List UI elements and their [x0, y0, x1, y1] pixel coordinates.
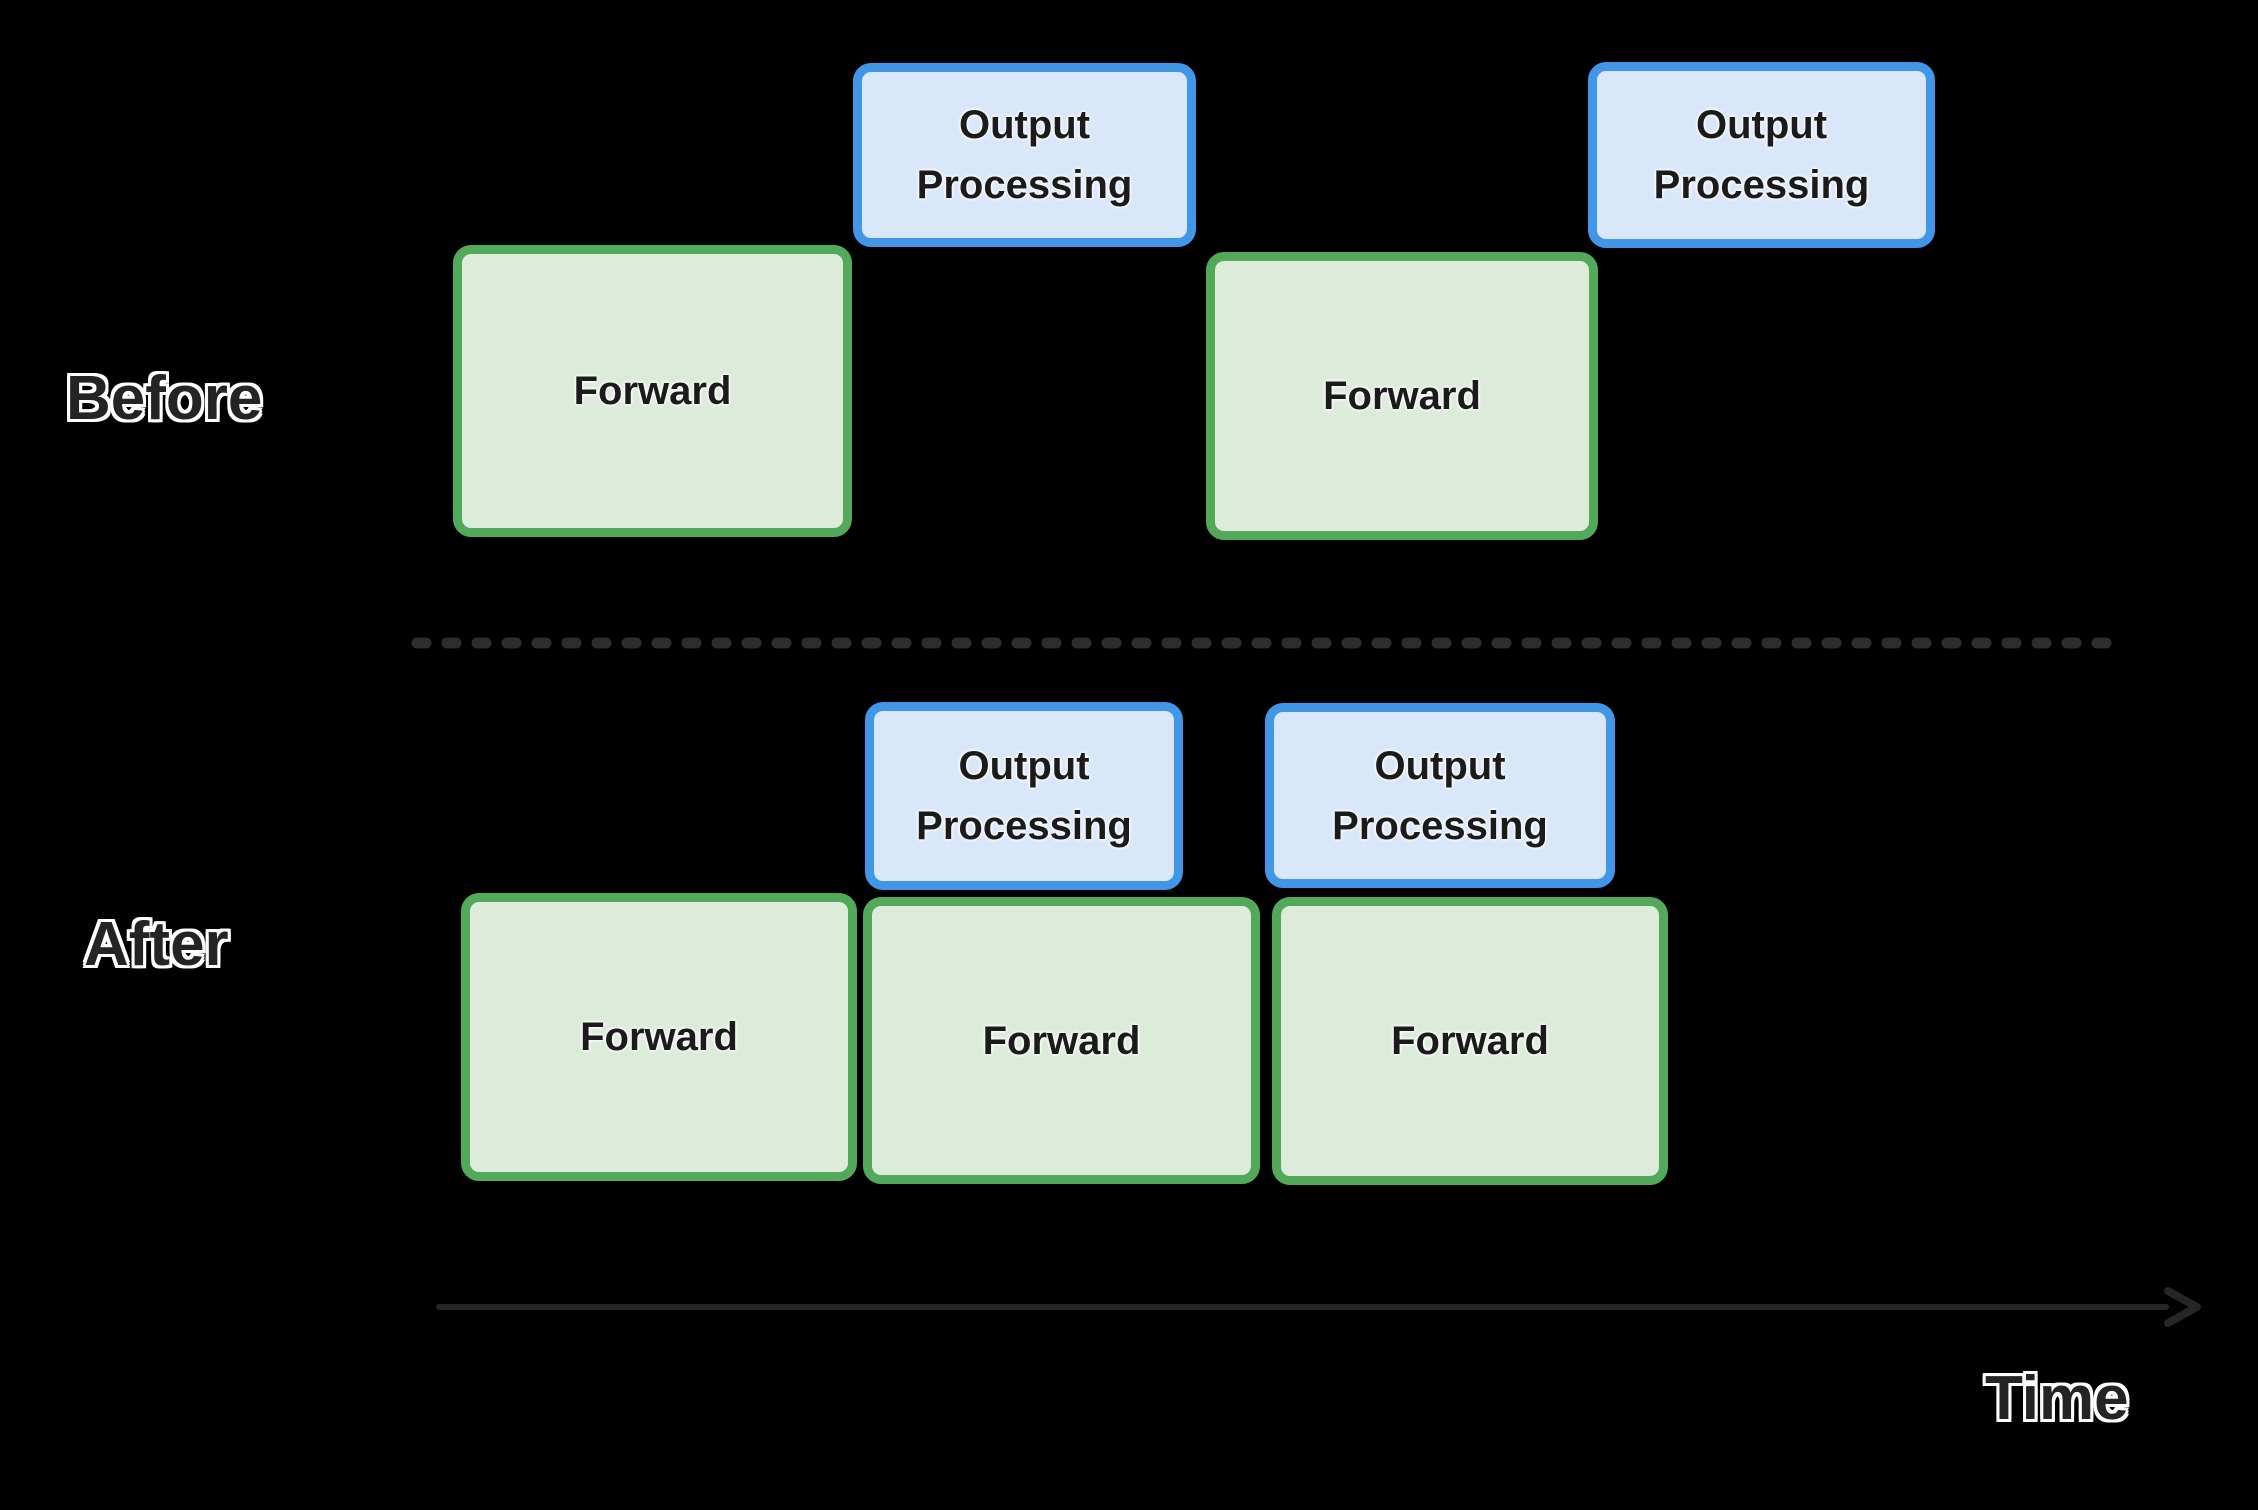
- box-label: Forward: [580, 1015, 738, 1059]
- time-axis-arrowhead: [2164, 1287, 2201, 1327]
- row-label-after: After: [84, 910, 229, 979]
- box-label: Forward: [573, 369, 732, 413]
- box-label: Output Processing: [916, 744, 1132, 848]
- box-label: Output Processing: [916, 103, 1133, 207]
- output-processing-box: Output Processing: [1265, 703, 1615, 888]
- forward-box: Forward: [863, 897, 1260, 1184]
- forward-box: Forward: [461, 893, 857, 1181]
- box-label: Forward: [1391, 1019, 1549, 1063]
- time-axis-label: Time: [1985, 1364, 2129, 1433]
- box-label: Forward: [982, 1018, 1141, 1063]
- box-label: Output Processing: [1332, 743, 1548, 848]
- box-label: Forward: [1323, 374, 1481, 418]
- forward-box: Forward: [1206, 252, 1598, 540]
- box-label: Output Processing: [1653, 103, 1870, 207]
- output-processing-box: Output Processing: [853, 63, 1196, 247]
- forward-box: Forward: [453, 245, 852, 537]
- output-processing-box: Output Processing: [865, 702, 1183, 890]
- forward-box: Forward: [1272, 897, 1668, 1185]
- row-label-before: Before: [66, 364, 263, 433]
- output-processing-box: Output Processing: [1588, 62, 1935, 248]
